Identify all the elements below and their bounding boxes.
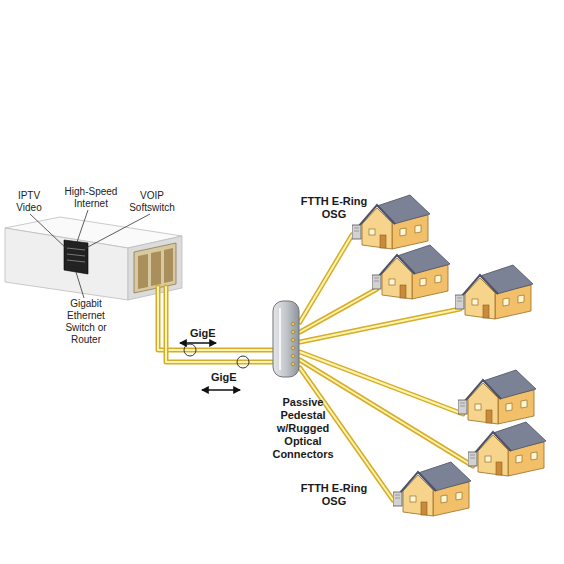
fiber-outer — [166, 287, 272, 362]
text-label: Gigabit Ethernet Switch or Router — [55, 298, 117, 346]
edge-label: GigE — [211, 371, 237, 384]
subscriber-houses — [372, 245, 546, 476]
text-label: FTTH E-Ring OSG — [300, 482, 368, 508]
bidirectional-arrow — [202, 389, 240, 390]
pedestal-shape — [272, 300, 300, 378]
passive-pedestal: Passive Pedestal w/Rugged Optical Connec… — [272, 300, 300, 378]
tap-ring — [184, 344, 196, 356]
patch-panel — [134, 243, 176, 293]
text-label: FTTH E-Ring OSG — [300, 195, 368, 221]
house-osg: FTTH E-Ring OSG — [393, 460, 473, 520]
text-label: VOIP Softswitch — [124, 190, 180, 214]
house-osg: FTTH E-Ring OSG — [352, 193, 432, 253]
house-shape — [393, 460, 473, 520]
fiber-inner — [166, 287, 272, 362]
leader-lines — [30, 210, 150, 298]
fiber-inner — [158, 287, 272, 350]
tap-ring — [237, 356, 249, 368]
fiber-outer — [300, 235, 352, 322]
text-label: IPTV Video — [10, 190, 48, 214]
fiber-connector — [158, 287, 272, 350]
fiber-outer — [158, 287, 272, 350]
fiber-connector — [300, 235, 352, 322]
fiber-connector — [166, 287, 272, 362]
central-office-chassis — [5, 217, 182, 300]
switch-router-node: Gigabit Ethernet Switch or Router — [5, 217, 182, 287]
text-label: High-Speed Internet — [62, 186, 120, 210]
ethernet-switch — [64, 240, 88, 274]
text-label: Passive Pedestal w/Rugged Optical Connec… — [270, 396, 336, 461]
edge-label: GigE — [190, 327, 216, 340]
fiber-inner — [300, 235, 352, 322]
drop-fibers — [300, 289, 473, 466]
bidirectional-arrow — [180, 342, 216, 343]
